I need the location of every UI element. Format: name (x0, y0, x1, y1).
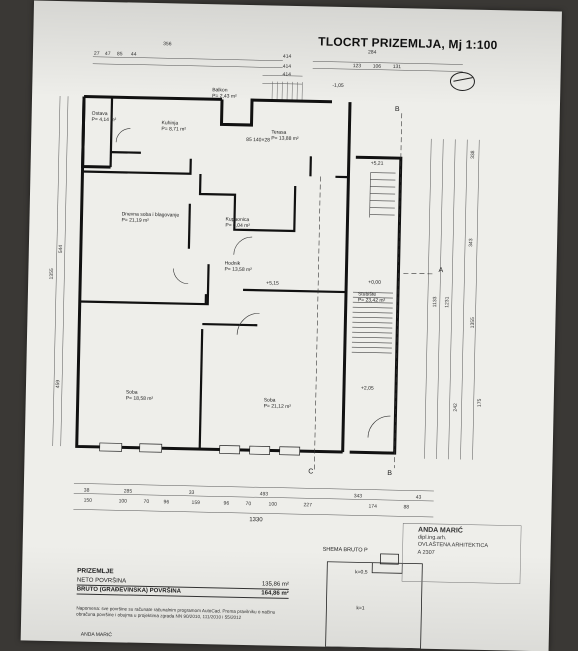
section-marker: B (387, 470, 392, 477)
section-marker: B (395, 106, 400, 113)
window-sill-label: 85 140×28 (246, 137, 270, 143)
architect-number: A 2307 (417, 549, 487, 558)
room-area: P= 13,58 m² (224, 267, 252, 274)
elevation-label: +0,00 (368, 280, 381, 286)
elevation-label: +2,05 (361, 385, 374, 391)
net-area-value: 135,86 m² (262, 581, 289, 588)
area-summary: PRIZEMLJE NETO POVRŠINA 135,86 m² BRUTO … (77, 567, 290, 598)
document-sheet: TLOCRT PRIZEMLJA, Mj 1:100 (21, 0, 562, 651)
elevation-label: -1,05 (332, 83, 344, 89)
interior-walls (77, 97, 350, 452)
left-dimension-lines (53, 96, 68, 446)
section-marker: A (438, 267, 443, 274)
staircase (352, 172, 396, 353)
elevation-label: +5,15 (266, 280, 279, 286)
bottom-stamp-label: ANDA MARIĆ (81, 632, 112, 639)
total-length-dimension: 1330 (249, 517, 262, 523)
north-arrow-icon (450, 72, 474, 90)
scheme-diagram (326, 553, 423, 649)
room-area: P= 8,71 m² (161, 126, 186, 133)
section-marker: C (308, 468, 313, 475)
room-area: P= 4,14 m² (92, 117, 117, 124)
elevation-label: +5,21 (371, 161, 384, 167)
gross-area-value: 164,86 m² (261, 590, 288, 597)
gross-area-label: BRUTO (GRAĐEVINSKA) POVRŠINA (77, 586, 181, 594)
scheme-coefficient: k=0,5 (355, 569, 367, 575)
scheme-coefficient: k=1 (356, 605, 364, 611)
room-area: P= 18,58 m² (126, 395, 154, 402)
entry-steps (272, 81, 302, 101)
scheme-label: SHEMA BRUTO P (323, 547, 368, 554)
architect-stamp: ANDA MARIĆ dipl.ing.arh. OVLAŠTENA ARHIT… (417, 527, 488, 558)
room-area: P= 21,12 m² (264, 403, 292, 410)
room-area: P= 21,19 m² (121, 217, 149, 224)
balcony-area: P= 2,43 m² (212, 93, 237, 100)
door-swings (110, 128, 396, 438)
room-area: P= 23,42 m² (358, 297, 386, 304)
net-area-label: NETO POVRŠINA (77, 577, 126, 584)
room-area: P= 13,88 m² (271, 135, 299, 142)
room-area: P= 6,04 m² (225, 223, 250, 230)
